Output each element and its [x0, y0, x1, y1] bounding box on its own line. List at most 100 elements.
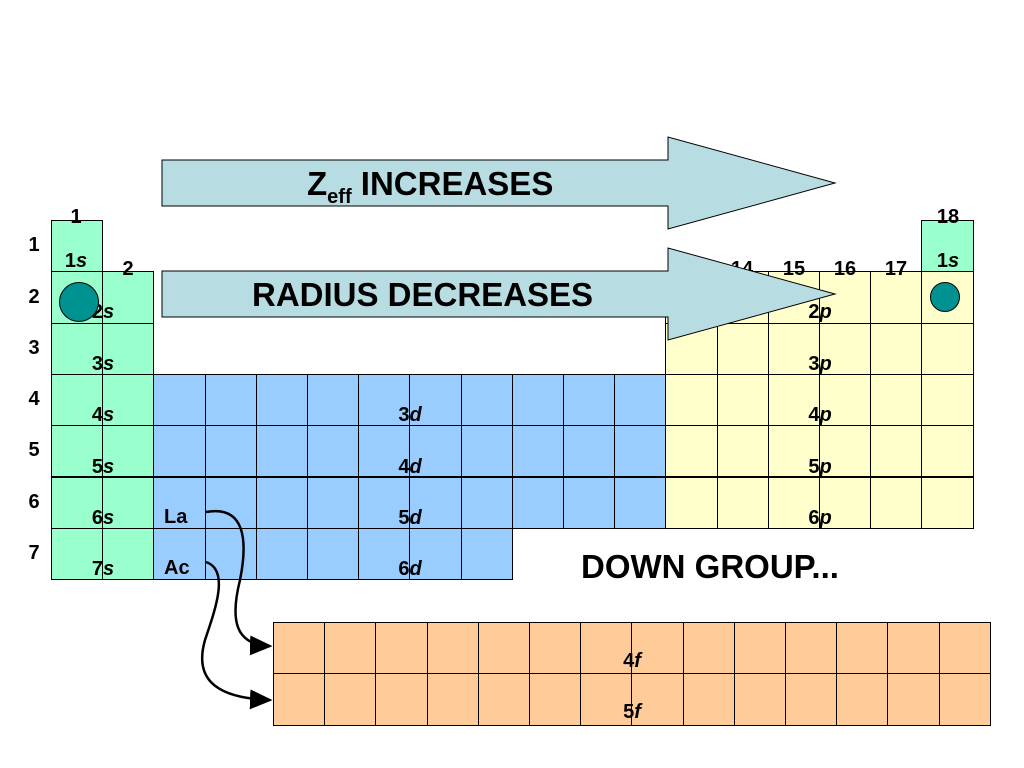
p-cell — [870, 373, 923, 427]
orbital-4d: 4d — [398, 456, 422, 478]
orbital-4p: 4p — [808, 404, 832, 426]
orbital-3p: 3p — [808, 353, 832, 375]
s-cell — [102, 373, 155, 427]
f-cell — [477, 673, 530, 726]
f-cell — [529, 673, 582, 726]
d-cell — [153, 527, 206, 581]
d-cell — [460, 373, 513, 427]
orbital-6d: 6d — [398, 558, 422, 580]
orbital-5d: 5d — [398, 507, 422, 529]
d-cell — [563, 425, 616, 478]
orbital-5s: 5s — [91, 456, 115, 478]
group-label-15: 15 — [782, 258, 806, 280]
d-cell — [409, 527, 462, 581]
f-cell — [375, 622, 428, 675]
d-cell — [358, 527, 411, 581]
p-cell — [665, 373, 718, 427]
d-cell — [307, 527, 360, 581]
f-cell — [836, 673, 889, 726]
orbital-2s: 2s — [91, 301, 115, 323]
down-group-label: DOWN GROUP... — [581, 548, 839, 585]
p-cell — [665, 322, 718, 375]
orbital-6s: 6s — [91, 507, 115, 529]
d-cell — [204, 425, 257, 478]
p-cell — [716, 373, 769, 427]
d-cell — [563, 476, 616, 529]
d-cell — [614, 425, 667, 478]
f-cell — [785, 622, 838, 675]
d-cell — [409, 373, 462, 427]
orbital-3d: 3d — [398, 404, 422, 426]
s-cell — [51, 476, 104, 529]
f-cell — [324, 673, 377, 726]
orbital-3s: 3s — [91, 353, 115, 375]
orbital-4f: 4f — [623, 650, 641, 672]
p-cell — [665, 271, 718, 324]
p-cell — [819, 476, 872, 529]
p-cell — [921, 322, 974, 375]
f-cell — [682, 622, 735, 675]
d-cell — [255, 476, 308, 529]
d-cell — [153, 425, 206, 478]
atom-dot-left — [59, 282, 99, 322]
d-cell — [614, 373, 667, 427]
orbital-4s: 4s — [91, 404, 115, 426]
p-cell — [665, 476, 718, 529]
period-label-6: 6 — [28, 491, 40, 513]
period-label-5: 5 — [28, 439, 40, 461]
period-label-1: 1 — [28, 234, 40, 256]
orbital-2p: 2p — [808, 301, 832, 323]
actinium-label: Ac — [164, 557, 190, 579]
p-cell — [870, 322, 923, 375]
s-cell — [51, 527, 104, 581]
d-cell — [153, 476, 206, 529]
orbital-6p: 6p — [808, 507, 832, 529]
d-cell — [460, 476, 513, 529]
p-cell — [716, 425, 769, 478]
atom-dot-right — [930, 282, 960, 312]
orbital-5p: 5p — [808, 456, 832, 478]
d-cell — [460, 527, 513, 581]
orbital-7s: 7s — [91, 558, 115, 580]
group-label-17: 17 — [884, 258, 908, 280]
f-cell — [733, 673, 786, 726]
f-cell — [938, 622, 991, 675]
d-cell — [460, 425, 513, 478]
d-cell — [307, 373, 360, 427]
f-cell — [324, 622, 377, 675]
f-cell — [836, 622, 889, 675]
orbital-5f: 5f — [623, 701, 641, 723]
d-cell — [153, 373, 206, 427]
f-cell — [785, 673, 838, 726]
d-cell — [255, 373, 308, 427]
p-cell — [716, 322, 769, 375]
f-cell — [477, 622, 530, 675]
f-cell — [375, 673, 428, 726]
f-cell — [887, 622, 940, 675]
s-cell — [102, 476, 155, 529]
f-cell — [426, 673, 479, 726]
d-cell — [307, 425, 360, 478]
ac-connector — [200, 560, 273, 710]
p-cell — [767, 373, 820, 427]
d-cell — [511, 476, 564, 529]
f-cell — [682, 673, 735, 726]
d-cell — [358, 425, 411, 478]
group-label-14: 14 — [730, 258, 754, 280]
p-cell — [870, 476, 923, 529]
f-cell — [529, 622, 582, 675]
d-cell — [204, 476, 257, 529]
period-label-3: 3 — [28, 337, 40, 359]
d-cell — [511, 425, 564, 478]
orbital-1s-he: 1s — [936, 250, 960, 272]
s-cell — [51, 220, 104, 273]
lanthanum-label: La — [164, 506, 188, 528]
p-cell — [665, 425, 718, 478]
f-cell — [580, 673, 633, 726]
period-label-2: 2 — [28, 286, 40, 308]
p-cell — [921, 373, 974, 427]
group-label-16: 16 — [833, 258, 857, 280]
f-cell — [426, 622, 479, 675]
s-cell — [102, 527, 155, 581]
